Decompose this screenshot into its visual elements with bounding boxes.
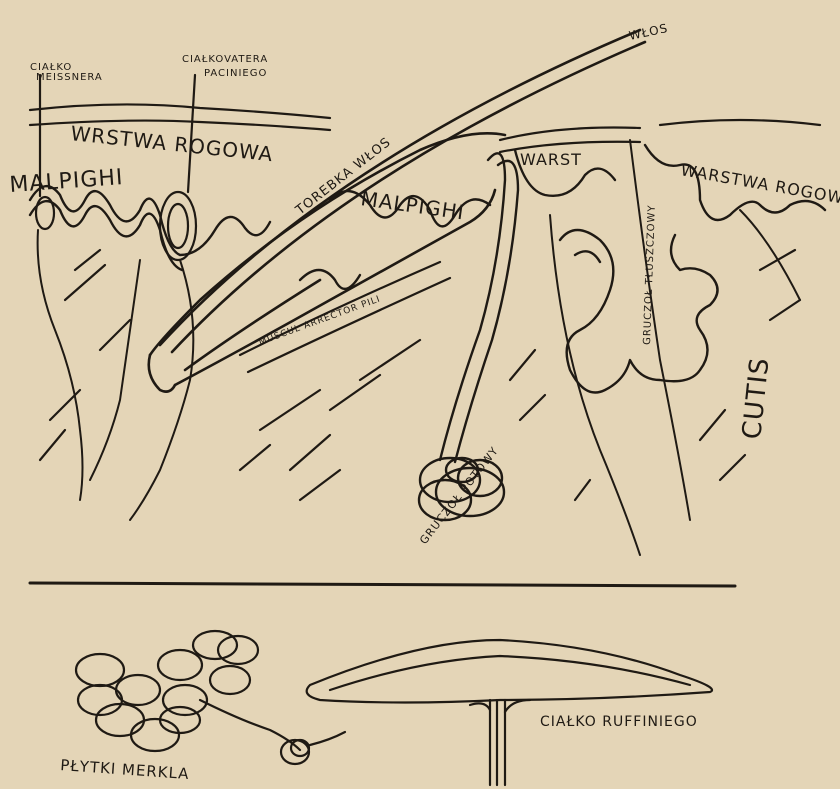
separator-line — [30, 583, 735, 586]
label-musculus: MUSCUL ARRECTOR PILI — [258, 294, 383, 347]
label-cialko-meissnera-2: MEISSNERA — [36, 72, 103, 83]
label-cialko-vatera-1: CIAŁKOVATERA — [182, 54, 268, 65]
sebaceous-gland — [560, 230, 718, 393]
hair-follicle — [149, 133, 505, 391]
label-cialko-vatera-2: PACINIEGO — [204, 68, 267, 79]
ruffini-corpuscle — [307, 640, 712, 785]
label-malpighi-middle: MALPIGHI — [359, 186, 466, 224]
dermis-lines — [550, 140, 800, 555]
label-warstwa-rogowa-right: WARSTWA ROGOWA — [679, 160, 840, 209]
merkel-discs — [76, 631, 345, 764]
label-warstwa-rogowa-left: WRSTWA ROGOWA — [69, 121, 274, 166]
labels: CIAŁKO MEISSNERA CIAŁKOVATERA PACINIEGO … — [9, 21, 840, 783]
label-plytki-merkla: PŁYTKI MERKLA — [60, 756, 190, 783]
nerve-fibers — [38, 230, 194, 520]
label-warstwa-right: WARST — [520, 150, 582, 169]
label-wlos: WŁOS — [628, 21, 670, 43]
malpighi-layer-left — [30, 186, 270, 270]
meissner-corpuscle — [36, 75, 54, 229]
label-cutis: CUTIS — [737, 356, 775, 441]
label-malpighi-left: MALPIGHI — [9, 165, 125, 198]
dermis-hatching — [40, 250, 800, 500]
label-cialko-ruffiniego: CIAŁKO RUFFINIEGO — [540, 714, 698, 730]
